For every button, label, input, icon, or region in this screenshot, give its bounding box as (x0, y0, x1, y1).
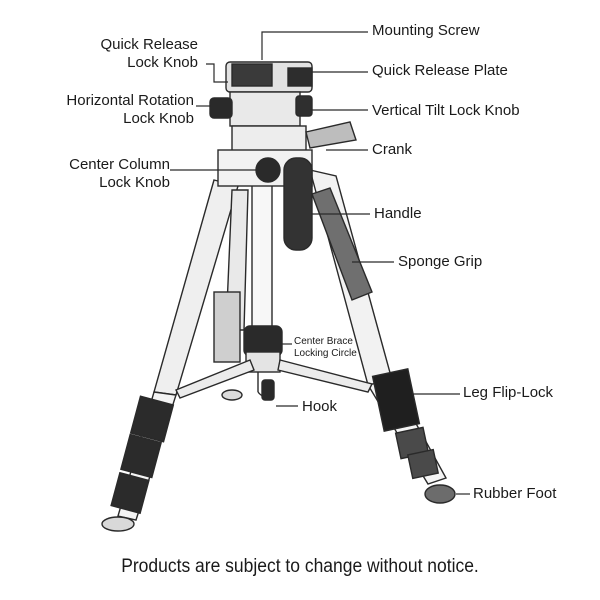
disclaimer-notice: Products are subject to change without n… (121, 556, 479, 577)
label-line: Lock Knob (123, 110, 194, 127)
left-leg (101, 179, 239, 532)
leader-quick-release-lock-knob (206, 63, 228, 83)
label-crank: Crank (372, 141, 413, 158)
leader-lines (170, 31, 470, 495)
label-quick-release-plate: Quick Release Plate (372, 62, 508, 79)
center-brace (175, 359, 374, 399)
label-center-column-lock-knob: Center Column Lock Knob (50, 156, 170, 192)
label-line: Quick Release (100, 36, 198, 53)
back-leg (213, 189, 249, 401)
label-horizontal-rotation-lock-knob: Horizontal Rotation Lock Knob (40, 92, 194, 128)
label-line: Center Column (69, 156, 170, 173)
label-leg-flip-lock: Leg Flip-Lock (463, 384, 554, 401)
center-column (243, 149, 283, 401)
label-line: Locking Circle (294, 348, 357, 359)
sponge-grip-shape (311, 187, 373, 301)
tripod-head (209, 61, 357, 187)
label-handle: Handle (374, 205, 422, 222)
label-sponge-grip: Sponge Grip (398, 253, 483, 270)
label-rubber-foot: Rubber Foot (473, 485, 557, 502)
leader-mounting-screw (261, 31, 368, 60)
label-line: Lock Knob (99, 174, 170, 191)
tripod-illustration (101, 61, 456, 532)
label-mounting-screw: Mounting Screw (372, 22, 480, 39)
label-line: Center Brace (294, 336, 353, 347)
label-line: Horizontal Rotation (66, 92, 194, 109)
label-line: Lock Knob (127, 54, 198, 71)
label-vertical-tilt-lock-knob: Vertical Tilt Lock Knob (372, 102, 520, 119)
handle-shape (283, 157, 313, 251)
label-quick-release-lock-knob: Quick Release Lock Knob (70, 36, 198, 72)
label-center-brace-locking-circle: Center Brace Locking Circle (294, 336, 357, 360)
label-hook: Hook (302, 398, 338, 415)
